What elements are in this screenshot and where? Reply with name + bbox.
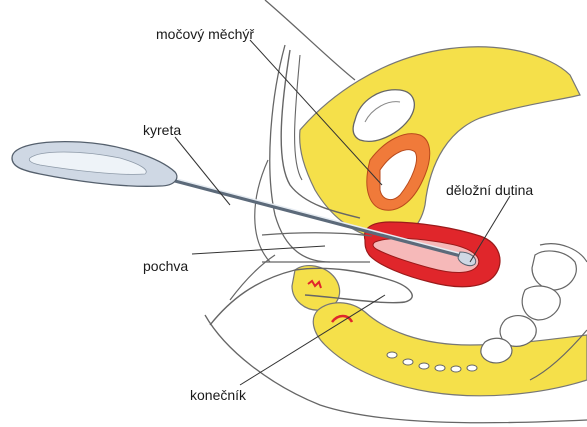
vaginal-wall-upper — [262, 233, 372, 236]
body-contour-upper — [265, 0, 355, 80]
label-curette: kyreta — [143, 122, 181, 138]
label-rectum: konečník — [190, 387, 246, 403]
abdominal-fat — [300, 47, 580, 241]
label-bladder: močový měchýř — [156, 26, 254, 42]
label-uterine-cavity: děložní dutina — [446, 182, 533, 198]
leader-curette — [175, 137, 230, 205]
leader-vagina — [192, 246, 325, 254]
upper-instrument-2 — [295, 55, 302, 180]
label-vagina: pochva — [143, 258, 188, 274]
body-contour-left — [255, 160, 270, 262]
